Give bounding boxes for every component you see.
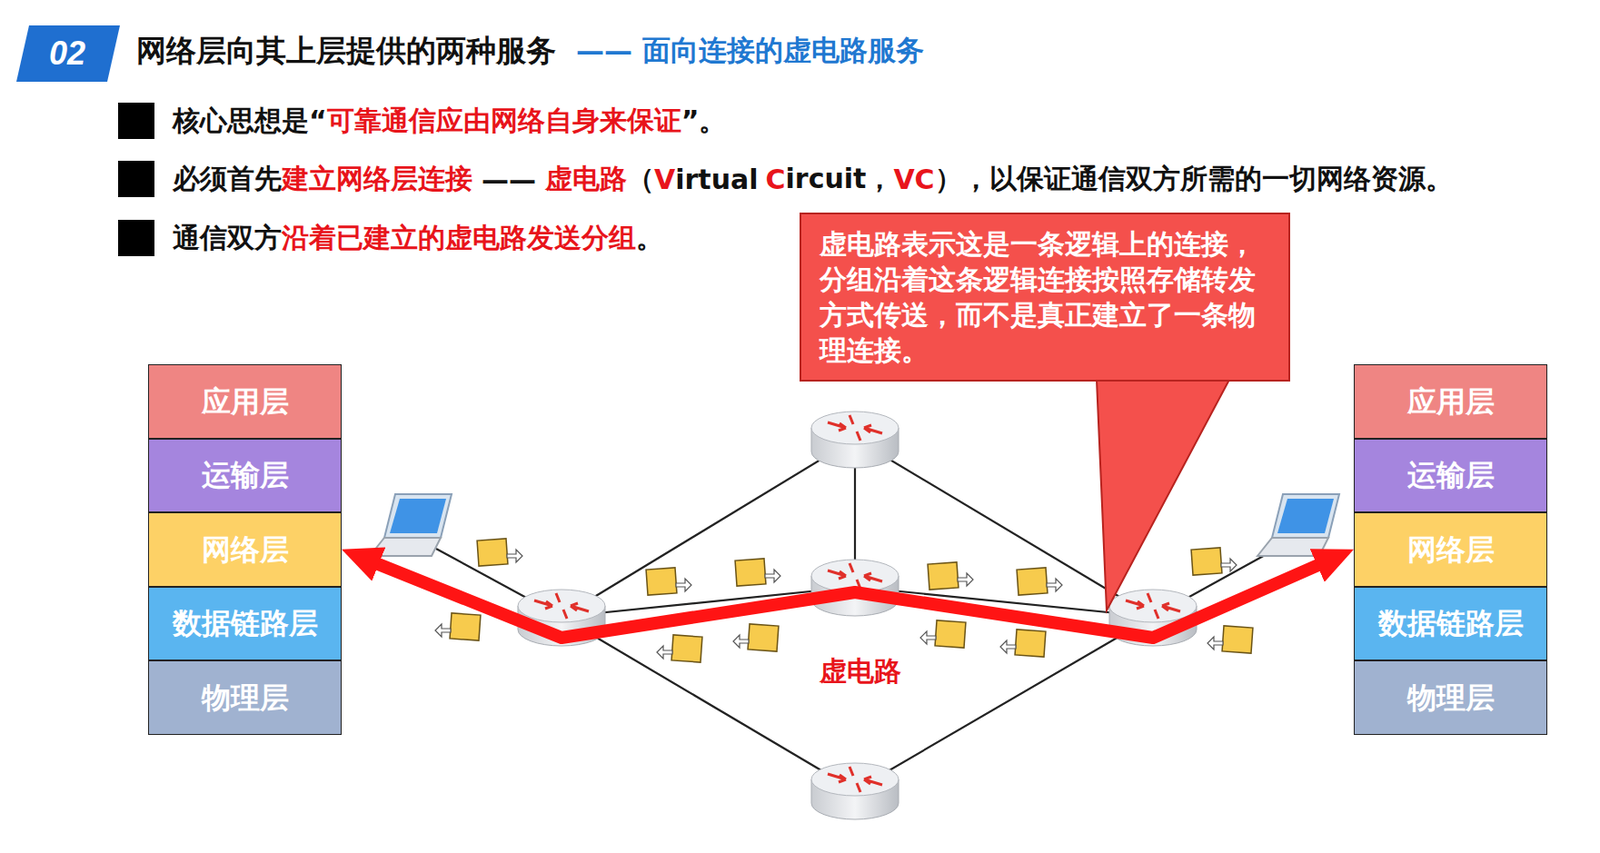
layer-box: 网络层 <box>1353 512 1548 587</box>
bullet-segment: 虚电路 <box>545 160 627 199</box>
number-badge <box>16 25 120 82</box>
bullet-segment: 可靠通信应由网络自身来保证 <box>327 102 682 140</box>
layer-name: 应用层 <box>1407 384 1495 419</box>
callout-box: 虚电路表示这是一条逻辑上的连接，分组沿着这条逻辑连接按照存储转发方式传送，而不是… <box>799 212 1291 382</box>
layer-name: 物理层 <box>1407 680 1495 716</box>
bullet-segment: VC <box>893 163 935 196</box>
bullet-text-row: 核心思想是“可靠通信应由网络自身来保证”。 <box>172 100 726 141</box>
packet-icon <box>1207 626 1253 654</box>
layer-box: 运输层 <box>148 438 342 514</box>
packet-icon <box>735 558 781 587</box>
callout-tail <box>1096 379 1230 611</box>
bullet-segment: —— <box>481 163 537 196</box>
layer-box: 物理层 <box>148 660 342 736</box>
packet-icon <box>920 620 966 648</box>
layer-box: 网络层 <box>148 512 342 587</box>
bullet-segment: 核心思想是“ <box>172 102 328 140</box>
layer-box: 物理层 <box>1353 660 1548 736</box>
link <box>854 616 1153 791</box>
bullet-square <box>118 219 155 257</box>
layer-box: 应用层 <box>1353 364 1548 439</box>
layer-box: 运输层 <box>1353 438 1548 514</box>
layer-name: 运输层 <box>201 457 289 493</box>
bullet-text-row: 通信双方沿着已建立的虚电路发送分组。 <box>172 218 664 259</box>
link <box>561 616 855 791</box>
bullet-segment: 通信双方 <box>172 219 282 258</box>
bullet-segment: irtual <box>675 163 758 196</box>
layer-name: 运输层 <box>1407 457 1495 493</box>
packet-icon <box>1191 547 1237 576</box>
router <box>811 763 899 820</box>
packet-icon <box>656 635 703 663</box>
layer-name: 网络层 <box>1407 532 1495 567</box>
packet-icon <box>1016 567 1063 596</box>
bullet-segment: ircuit， <box>785 160 895 199</box>
router <box>811 411 899 468</box>
callout-text: 虚电路表示这是一条逻辑上的连接，分组沿着这条逻辑连接按照存储转发方式传送，而不是… <box>819 226 1271 368</box>
layer-name: 数据链路层 <box>1378 606 1524 641</box>
bullet-segment: 。 <box>636 219 664 258</box>
bullet-segment: ”。 <box>681 102 727 140</box>
edge-label: 虚电路 <box>815 653 905 691</box>
slide-title-row: 网络层向其上层提供的两种服务 —— 面向连接的虚电路服务 <box>136 27 925 75</box>
packet-icon <box>435 613 481 641</box>
subtitle: —— 面向连接的虚电路服务 <box>576 31 925 70</box>
bullet-segment: （ <box>626 160 655 199</box>
bullet-segment: V <box>654 163 676 196</box>
layer-name: 应用层 <box>201 384 289 419</box>
bullet-text-row: 必须首先建立网络层连接——虚电路（VirtualCircuit，VC），以保证通… <box>172 159 1453 199</box>
layer-name: 数据链路层 <box>172 606 319 641</box>
bullet-segment: 必须首先 <box>172 160 282 199</box>
layer-name: 网络层 <box>201 532 289 567</box>
slide-title: 网络层向其上层提供的两种服务 <box>136 30 557 72</box>
bullet-segment: C <box>765 163 786 196</box>
packet-icon <box>645 567 692 596</box>
layer-box: 应用层 <box>148 364 342 439</box>
packet-icon <box>1000 629 1046 657</box>
packet-icon <box>733 624 779 652</box>
section-number: 02 <box>49 34 86 73</box>
badge-number-row: 02 <box>16 25 119 82</box>
bullet-square <box>118 102 155 140</box>
virtual-circuit-arrow <box>367 559 1330 638</box>
bullet-square <box>118 160 155 198</box>
bullet-segment: 沿着已建立的虚电路发送分组 <box>281 219 637 258</box>
bullet-segment: ），以保证通信双方所需的一切网络资源。 <box>934 160 1453 199</box>
layer-name: 物理层 <box>201 680 289 716</box>
packet-icon <box>927 562 974 590</box>
bullet-segment: 建立网络层连接 <box>281 160 473 199</box>
layer-box: 数据链路层 <box>148 586 342 662</box>
layer-box: 数据链路层 <box>1353 586 1548 662</box>
packet-icon <box>477 538 523 567</box>
host-laptop <box>369 494 452 557</box>
host-laptop <box>1257 494 1340 557</box>
